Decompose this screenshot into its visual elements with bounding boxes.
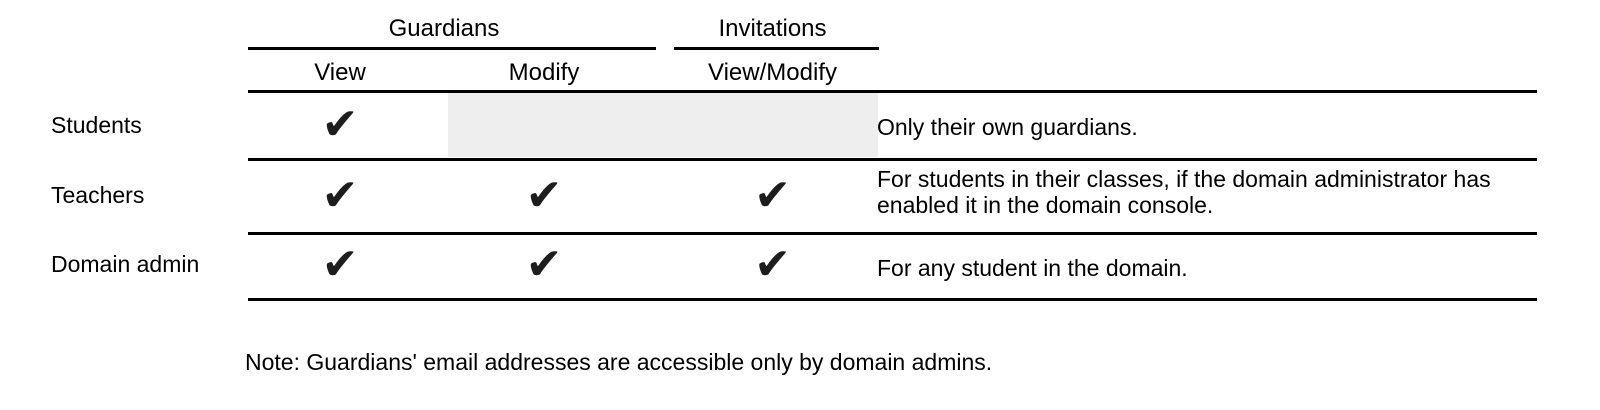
check-icon: ✔ [321, 170, 359, 221]
row-label-domain-admin: Domain admin [51, 251, 200, 277]
row-label-students: Students [51, 112, 142, 138]
column-header-view-modify: View/Modify [708, 59, 837, 86]
column-header-modify: Modify [508, 59, 580, 86]
check-icon: ✔ [321, 99, 359, 150]
column-group-invitations: Invitations [718, 15, 827, 42]
check-icon [440, 99, 648, 151]
table-bottom-rule [248, 298, 1537, 301]
row-note-teachers: For students in their classes, if the do… [877, 166, 1491, 218]
footnote: Note: Guardians' email addresses are acc… [245, 349, 993, 375]
row-note-domain-admin: For any student in the domain. [877, 255, 1188, 281]
check-icon: ✔ [525, 239, 563, 290]
row-label-teachers: Teachers [51, 182, 145, 208]
row-rule [248, 158, 1537, 161]
column-header-view: View [314, 59, 366, 86]
students-disabled-cells-shading [448, 93, 878, 157]
check-icon: ✔ [754, 239, 791, 290]
row-rule [248, 232, 1537, 235]
header-bottom-rule [248, 90, 1537, 93]
check-icon: ✔ [321, 239, 359, 290]
invitations-group-underline [674, 47, 879, 50]
check-icon [670, 99, 875, 151]
row-note-students: Only their own guardians. [877, 114, 1138, 140]
check-icon: ✔ [525, 170, 563, 221]
column-group-guardians: Guardians [388, 15, 500, 42]
guardians-group-underline [248, 47, 656, 50]
check-icon: ✔ [754, 170, 791, 221]
